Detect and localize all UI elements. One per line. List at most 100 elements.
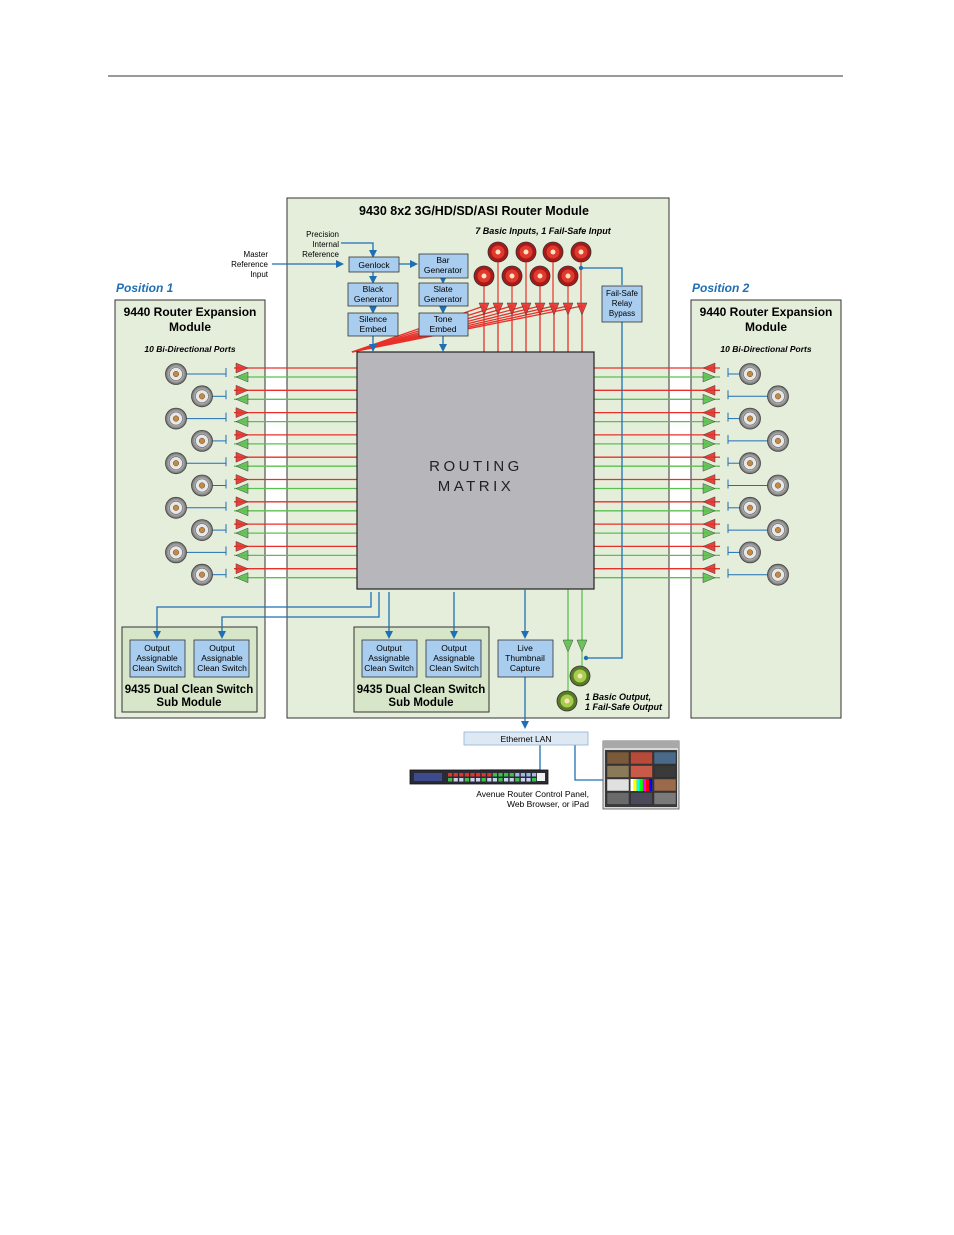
input-bnc-second-1 (473, 265, 495, 287)
bnc-port-right-5 (739, 452, 761, 475)
panel-button-bottom (481, 778, 486, 782)
control-connectors (153, 242, 623, 781)
expansion-right-title-1: 9440 Router Expansion (700, 305, 833, 319)
genlock-block: Genlock (348, 256, 400, 273)
thumbnail-tile (653, 751, 677, 765)
arrow-out-right (702, 438, 716, 450)
svg-text:Bar: Bar (436, 255, 449, 265)
arrow-out-right (702, 393, 716, 405)
inputs-label: 7 Basic Inputs, 1 Fail-Safe Input (475, 226, 612, 236)
failsafe-node-out (583, 655, 589, 661)
panel-button-bottom (520, 778, 525, 782)
thumbnail-tile (630, 792, 653, 805)
port-layer (165, 241, 789, 712)
panel-button-bottom (470, 778, 475, 782)
svg-text:Bypass: Bypass (609, 309, 635, 318)
input-arrow-8 (576, 302, 588, 316)
expansion-right-title-2: Module (745, 320, 787, 334)
panel-button-top (453, 773, 458, 777)
arrow-in-right (702, 407, 716, 418)
output-bnc-failsafe (569, 665, 591, 687)
arrow-out-left (235, 550, 249, 561)
svg-text:Live: Live (517, 643, 533, 653)
arrow-in-left (235, 384, 249, 396)
svg-text:Clean Switch: Clean Switch (197, 663, 247, 673)
color-bar-stripe (633, 779, 637, 791)
svg-text:Slate: Slate (433, 284, 453, 294)
color-bar-stripe (630, 779, 634, 791)
bnc-port-left-4 (191, 429, 213, 452)
arrow-in-left (235, 407, 249, 418)
bnc-port-left-5 (165, 452, 187, 475)
silence-embed-block: Silence Embed (347, 312, 399, 337)
live-thumbnail-block: Live Thumbnail Capture (497, 639, 554, 678)
panel-button-top (448, 773, 453, 777)
svg-text:Output: Output (144, 643, 170, 653)
svg-text:Assignable: Assignable (433, 653, 475, 663)
failsafe-relay-block: Fail-Safe Relay Bypass (601, 285, 643, 323)
color-bar-stripe (642, 779, 646, 791)
panel-button-top (492, 773, 497, 777)
clean-switch-block-4: Output Assignable Clean Switch (425, 639, 482, 678)
thumbnail-tile (630, 765, 653, 778)
arrow-out-left (235, 393, 249, 405)
panel-button-bottom (509, 778, 514, 782)
black-generator-block: Black Generator (347, 282, 399, 307)
bnc-port-right-7 (739, 496, 761, 519)
arrow-out-left (235, 438, 249, 450)
svg-text:Silence: Silence (359, 314, 387, 324)
input-bnc-top-2 (515, 241, 537, 263)
position-2-label: Position 2 (692, 281, 750, 295)
svg-text:Generator: Generator (424, 265, 462, 275)
svg-text:Embed: Embed (430, 324, 457, 334)
arrow-out-right (702, 527, 716, 539)
panel-display (537, 773, 545, 781)
panel-button-bottom (532, 778, 537, 782)
arrow-out-left (235, 371, 249, 383)
expansion-left-title-1: 9440 Router Expansion (124, 305, 257, 319)
arrow-out-left (235, 483, 249, 494)
panel-button-top (476, 773, 481, 777)
arrow-in-right (702, 429, 716, 441)
bnc-port-right-9 (739, 541, 761, 564)
panel-button-top (498, 773, 503, 777)
master-ref-line1: Master (244, 250, 269, 259)
svg-text:Capture: Capture (510, 663, 541, 673)
svg-text:Black: Black (363, 284, 385, 294)
arrow-out-left (235, 416, 249, 427)
panel-button-bottom (453, 778, 458, 782)
panel-button-bottom (476, 778, 481, 782)
master-ref-line2: Reference (231, 260, 268, 269)
bnc-port-left-9 (165, 541, 187, 564)
web-browser-thumbnail-window (602, 740, 680, 810)
slate-generator-block: Slate Generator (418, 282, 469, 307)
arrow-in-left (235, 474, 249, 485)
bnc-port-right-8 (767, 519, 789, 541)
thumbnail-tile (630, 751, 653, 765)
arrow-in-left (235, 496, 249, 508)
color-bar-stripe (639, 779, 643, 791)
router-module-title: 9430 8x2 3G/HD/SD/ASI Router Module (359, 204, 589, 218)
expansion-right-ports-label: 10 Bi-Directional Ports (720, 344, 811, 354)
output-arrow-1 (562, 639, 574, 653)
clean-switch-middle-title-1: 9435 Dual Clean Switch (357, 684, 485, 696)
bar-generator-block: Bar Generator (418, 253, 469, 279)
tone-embed-block: Tone Embed (418, 312, 469, 337)
expansion-module-right-box (690, 299, 842, 719)
input-arrow-6 (548, 302, 560, 316)
arrow-out-right (702, 550, 716, 561)
svg-text:Embed: Embed (360, 324, 387, 334)
arrow-in-right (702, 384, 716, 396)
arrow-out-left (235, 460, 249, 472)
svg-text:Assignable: Assignable (136, 653, 178, 663)
svg-text:Clean Switch: Clean Switch (132, 663, 182, 673)
expansion-left-ports-label: 10 Bi-Directional Ports (144, 344, 235, 354)
panel-button-top (481, 773, 486, 777)
matrix-label-line2: MATRIX (438, 478, 515, 495)
ethernet-lan-bar: Ethernet LAN (463, 731, 589, 746)
clean-switch-left-title-2: Sub Module (156, 697, 221, 709)
bnc-port-left-8 (191, 519, 213, 541)
arrow-in-left (235, 362, 249, 374)
input-bnc-top-1 (487, 241, 509, 263)
